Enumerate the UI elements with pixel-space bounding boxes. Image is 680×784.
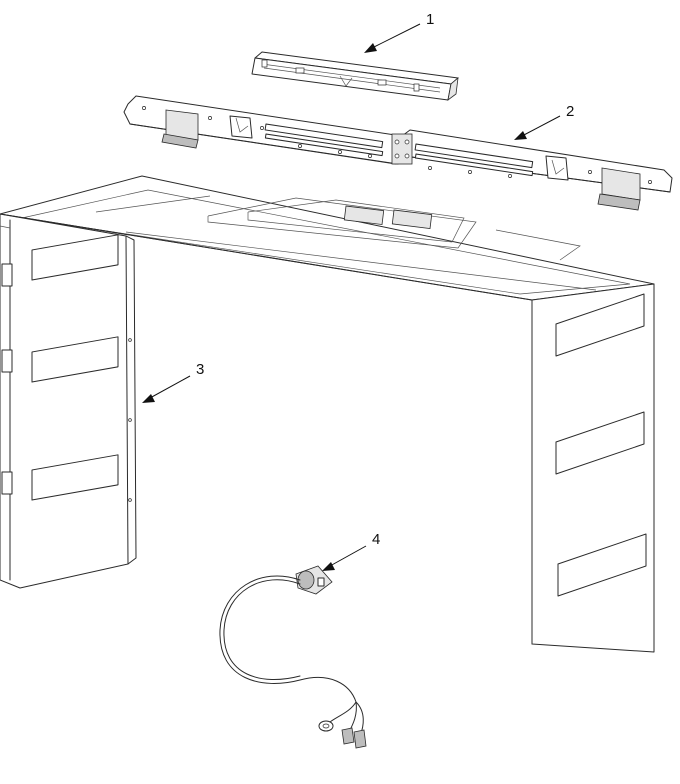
callout-4: 4 — [322, 531, 380, 571]
callout-3: 3 — [142, 361, 204, 403]
callout-label-1: 1 — [426, 11, 434, 28]
callout-1: 1 — [364, 11, 434, 53]
part-2-mounting-bar — [123, 95, 673, 211]
part-1-tray — [251, 51, 459, 101]
callout-label-4: 4 — [372, 531, 380, 548]
part-3-frame — [0, 175, 655, 653]
callout-label-3: 3 — [196, 361, 204, 378]
callout-label-2: 2 — [566, 103, 574, 120]
callout-2: 2 — [514, 103, 574, 140]
bar-holes — [142, 106, 652, 184]
part-4-cable-harness — [219, 565, 367, 749]
